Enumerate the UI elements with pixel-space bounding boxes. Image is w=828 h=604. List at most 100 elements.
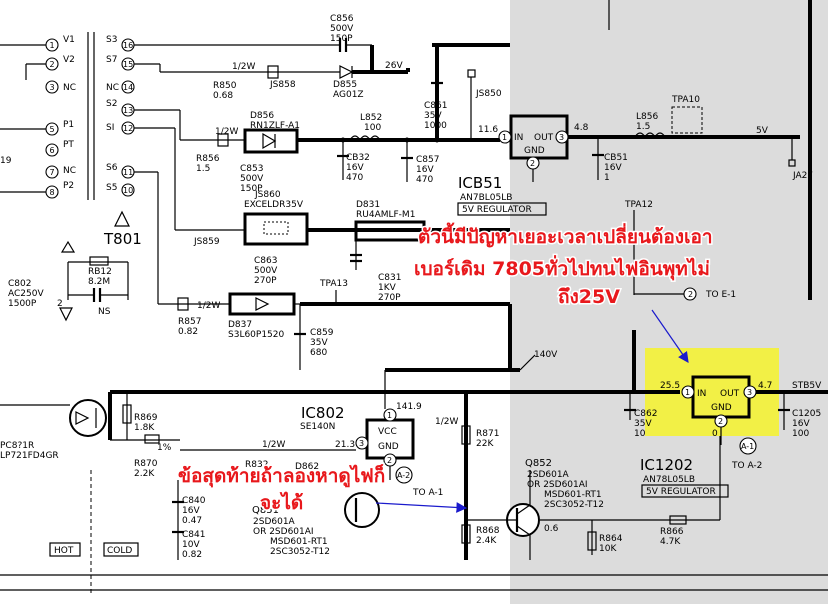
svg-text:JS858: JS858 [269,80,296,90]
svg-text:100: 100 [792,429,809,439]
svg-text:270P: 270P [254,276,277,286]
svg-text:35V: 35V [634,419,652,429]
svg-text:13: 13 [123,106,133,115]
svg-text:1.5: 1.5 [196,164,210,174]
d855-label: D855 AG01Z [333,80,364,100]
svg-text:2SD601A: 2SD601A [527,470,570,480]
svg-text:OR 2SD601AI: OR 2SD601AI [527,480,588,490]
svg-text:1%: 1% [157,443,172,453]
svg-text:R856: R856 [196,154,220,164]
svg-text:RN1ZLF-A1: RN1ZLF-A1 [250,121,300,131]
note-ic1202-line1: ตัวนี้มีปัญหาเยอะเวลาเปลี่ยนต้องเอา [418,222,713,248]
svg-text:C857: C857 [416,155,439,165]
c840-label: C840 16V 0.47 [182,496,206,526]
c859-label: C859 35V 680 [310,328,334,358]
svg-text:Q852: Q852 [525,458,552,469]
svg-text:1.5: 1.5 [636,122,650,132]
svg-text:470: 470 [416,175,433,185]
svg-text:470: 470 [346,173,363,183]
svg-text:P2: P2 [63,181,74,191]
svg-text:4.7K: 4.7K [660,537,681,547]
svg-text:10: 10 [123,186,133,195]
svg-text:15: 15 [123,60,133,69]
svg-text:0.82: 0.82 [178,327,198,337]
svg-text:IN: IN [697,389,706,399]
shaded-region [510,0,828,604]
svg-text:2: 2 [530,159,535,168]
svg-text:1KV: 1KV [378,283,397,293]
js860-label: JS860 EXCELDR35V [244,190,304,210]
q851-label: Q851 2SD601A OR 2SD601AI MSD601-RT1 2SC3… [252,505,330,557]
svg-text:S7: S7 [106,55,117,65]
icb51-regulator: 1 3 2 IN OUT GND ICB51 AN7BL05LB 5V REGU… [457,114,569,216]
r870-label: R870 2.2K [134,459,158,479]
t801-left-pin: 1 V1 2 V2 3 NC 5 P1 6 PT 7 NC 8 P2 [45,35,76,199]
svg-text:3: 3 [559,133,564,142]
r850-label: R850 0.68 1/2W [213,62,255,101]
svg-text:NC: NC [63,83,76,93]
svg-text:TO A-1: TO A-1 [412,488,443,498]
svg-text:RB12: RB12 [88,267,112,277]
c831-label: C831 1KV 270P [378,273,401,303]
r857-label: R857 0.82 1/2W [178,301,220,337]
c802-label: C802 AC250V 1500P [8,279,44,309]
svg-text:NS: NS [98,307,111,317]
svg-text:19: 19 [0,156,12,166]
svg-text:D855: D855 [333,80,357,90]
svg-text:RU4AMLF-M1: RU4AMLF-M1 [356,210,415,220]
svg-text:PT: PT [63,140,74,150]
svg-text:JS860: JS860 [254,190,281,200]
svg-text:0: 0 [712,429,718,439]
svg-text:R868: R868 [476,526,500,536]
svg-text:IN: IN [514,133,523,143]
d856-label: D856 RN1ZLF-A1 [250,111,300,131]
ic802: 1 3 2 VCC GND IC802 SE140N 141.9 21.3 [300,402,422,467]
svg-text:11.6: 11.6 [478,125,498,135]
svg-text:35V: 35V [424,111,442,121]
svg-text:TPA13: TPA13 [319,279,348,289]
svg-text:S6: S6 [106,163,118,173]
rb12-label: RB12 8.2M [88,267,112,287]
svg-text:D862: D862 [295,462,319,472]
svg-text:C802: C802 [8,279,31,289]
c856-label: C856 500V 150P [330,14,354,44]
svg-text:0.47: 0.47 [182,516,202,526]
svg-text:5V REGULATOR: 5V REGULATOR [462,205,532,215]
svg-text:26V: 26V [385,61,403,71]
l856-label: L856 1.5 [636,112,658,132]
svg-text:R864: R864 [599,534,623,544]
svg-text:AC250V: AC250V [8,289,44,299]
annotation-arrow-r868 [375,502,468,513]
svg-text:OR 2SD601AI: OR 2SD601AI [253,527,314,537]
r832-label: R832 1/2W [245,440,285,470]
svg-text:C856: C856 [330,14,354,24]
svg-text:S3L60P1520: S3L60P1520 [228,330,285,340]
svg-text:CB51: CB51 [604,153,628,163]
svg-text:140V: 140V [534,350,558,360]
q852-label: Q852 2SD601A OR 2SD601AI MSD601-RT1 2SC3… [525,458,604,510]
r864-label: R864 10K [599,534,623,554]
svg-text:IC1202: IC1202 [640,456,693,474]
svg-text:16V: 16V [792,419,810,429]
svg-text:SE140N: SE140N [300,422,335,432]
svg-text:5: 5 [50,125,55,134]
svg-text:C859: C859 [310,328,334,338]
svg-text:MSD601-RT1: MSD601-RT1 [544,490,602,500]
svg-text:D837: D837 [228,320,252,330]
svg-text:1: 1 [604,173,610,183]
svg-text:11: 11 [123,168,133,177]
r871-label: R871 22K [476,429,499,449]
svg-text:R871: R871 [476,429,499,439]
svg-text:500V: 500V [240,174,264,184]
d831-label: D831 RU4AMLF-M1 [356,200,415,220]
svg-text:1: 1 [387,411,392,420]
svg-text:12: 12 [123,124,133,133]
svg-text:2: 2 [387,456,392,465]
svg-text:1.8K: 1.8K [134,423,155,433]
ic1202-regulator: 1 3 2 IN OUT GND 25.5 4.7 IC1202 AN78L05… [640,375,772,498]
svg-text:C861: C861 [424,101,447,111]
svg-text:25.5: 25.5 [660,381,680,391]
svg-text:SI: SI [106,123,114,133]
svg-text:150P: 150P [330,34,353,44]
